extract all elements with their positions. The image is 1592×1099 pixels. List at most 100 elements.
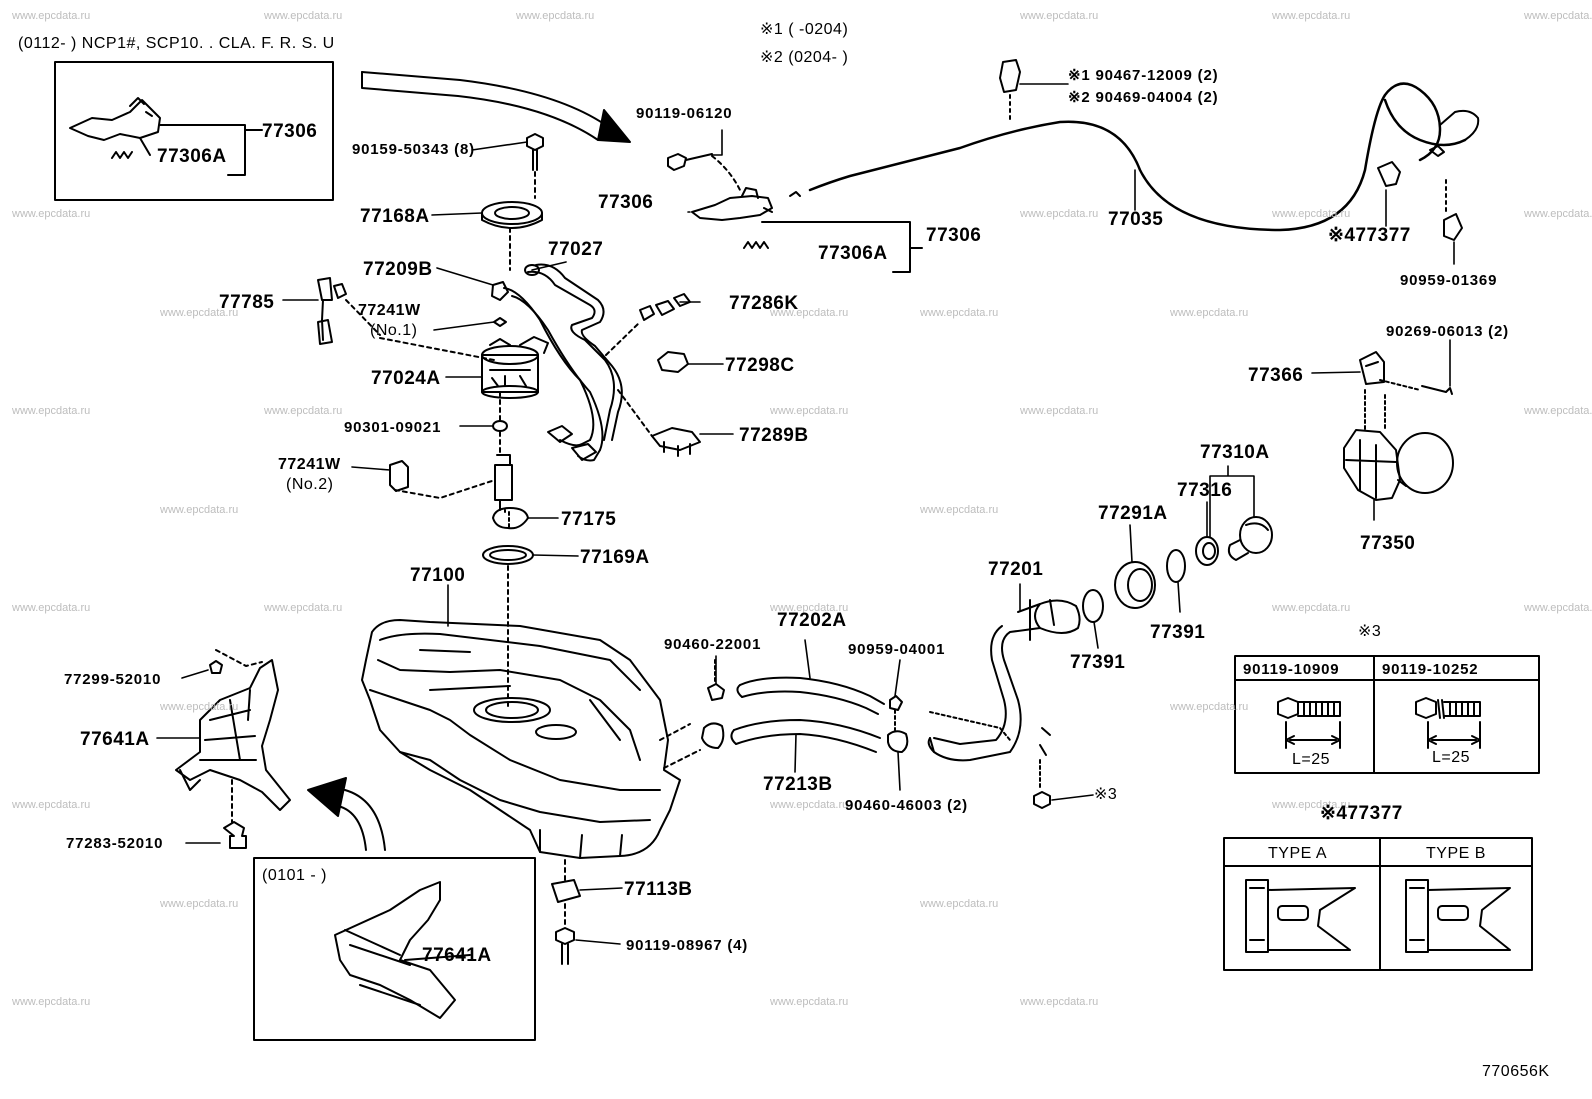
part-label: 77785 [219,292,275,313]
part-label: 77168A [360,206,430,227]
bolt-table-col-2: 90119-10252 [1382,661,1479,678]
part-label: 77310A [1200,442,1270,463]
opener-cable [808,82,1467,232]
part-label: 77175 [561,509,617,530]
part-label: 90301-09021 [344,419,442,436]
bolt-table-col-1: 90119-10909 [1243,661,1340,678]
watermark: www.epcdata.ru [770,602,849,614]
watermark: www.epcdata.ru [1020,405,1099,417]
part-label: 77641A [80,729,150,750]
clips-group [605,293,701,457]
part-label: 77100 [410,565,466,586]
watermark: www.epcdata.ru [160,504,239,516]
bolt-table [1234,655,1540,774]
watermark: www.epcdata.ru [770,799,849,811]
part-label: 77306 [926,225,982,246]
fuel-lid-assembly [1343,351,1454,501]
watermark: www.epcdata.ru [160,307,239,319]
part-label: 77291A [1098,503,1168,524]
part-label: 90119-08967 (4) [626,937,749,954]
watermark: www.epcdata.ru [12,405,91,417]
watermark: www.epcdata.ru [12,208,91,220]
part-label: 77024A [371,368,441,389]
type-table-title: ※477377 [1320,803,1403,824]
fuel-tank [361,619,701,881]
watermark: www.epcdata.ru [770,405,849,417]
watermark: www.epcdata.ru [1272,602,1351,614]
watermark: www.epcdata.ru [1272,208,1351,220]
part-label: 90159-50343 (8) [352,141,475,158]
watermark: www.epcdata.ru [920,898,999,910]
watermark: www.epcdata.ru [1524,602,1592,614]
watermark: www.epcdata.ru [770,307,849,319]
watermark: www.epcdata.ru [1020,996,1099,1008]
part-label: 90460-22001 [664,636,762,653]
part-label: 77201 [988,559,1044,580]
watermark: www.epcdata.ru [12,799,91,811]
part-label: ※2 90469-04004 (2) [1068,89,1219,106]
inset-top-box [54,61,334,201]
part-label: ※477377 [1328,225,1411,246]
part-label: ※3 [1094,786,1118,803]
diagram-code: 770656K [1482,1063,1550,1080]
bolt-table-marker: ※3 [1358,623,1382,640]
part-label: 77027 [548,239,604,260]
part-label: 77241W [278,456,341,473]
watermark: www.epcdata.ru [1020,10,1099,22]
part-label: 77350 [1360,533,1416,554]
watermark: www.epcdata.ru [1524,10,1592,22]
watermark: www.epcdata.ru [160,701,239,713]
watermark: www.epcdata.ru [12,602,91,614]
watermark: www.epcdata.ru [920,307,999,319]
part-label: 77641A [422,945,492,966]
part-label: 77299-52010 [64,671,162,688]
watermark: www.epcdata.ru [1524,405,1592,417]
part-label: 77209B [363,259,433,280]
part-label: 90119-06120 [636,105,733,122]
watermark: www.epcdata.ru [1020,208,1099,220]
watermark: www.epcdata.ru [160,898,239,910]
part-label: 77366 [1248,365,1304,386]
part-label: 77213B [763,774,833,795]
hoses-and-filler [701,516,1273,809]
part-label: 77306A [818,243,888,264]
part-label: 90959-01369 [1400,272,1498,289]
pad-77113B [551,879,581,903]
part-label: 77289B [739,425,809,446]
watermark: www.epcdata.ru [12,10,91,22]
arrow-top [361,71,611,129]
part-label: 77391 [1070,652,1126,673]
watermark: www.epcdata.ru [516,10,595,22]
watermark: www.epcdata.ru [1272,799,1351,811]
part-label: 77286K [729,293,799,314]
part-label: 77298C [725,355,795,376]
part-label: (No.2) [286,476,334,493]
inset-bottom-condition: (0101 - ) [262,867,327,884]
part-label: 77306A [157,146,227,167]
part-label: 77283-52010 [66,835,164,852]
inset-top-condition: (0112- ) NCP1#, SCP10. . CLA. F. R. S. U [18,35,335,52]
fuel-pump-assembly [317,133,623,711]
type-table [1223,837,1533,971]
part-label: 77391 [1150,622,1206,643]
part-label: (No.1) [370,322,418,339]
leader-lines [156,83,1455,945]
part-label: 77316 [1177,480,1233,501]
part-label: 77202A [777,610,847,631]
protector-77641A [175,649,291,849]
watermark: www.epcdata.ru [12,996,91,1008]
part-label: ※1 90467-12009 (2) [1068,67,1219,84]
bolt-length-label: L=25 [1292,751,1331,768]
watermark: www.epcdata.ru [1524,208,1592,220]
note-2: ※2 (0204- ) [760,49,849,66]
type-table-col-a: TYPE A [1268,845,1328,862]
watermark: www.epcdata.ru [1170,307,1249,319]
watermark: www.epcdata.ru [1170,701,1249,713]
part-label: 77306 [262,121,318,142]
note-1: ※1 ( -0204) [760,21,849,38]
part-label: 77306 [598,192,654,213]
part-label: 77169A [580,547,650,568]
part-label: 90269-06013 (2) [1386,323,1509,340]
